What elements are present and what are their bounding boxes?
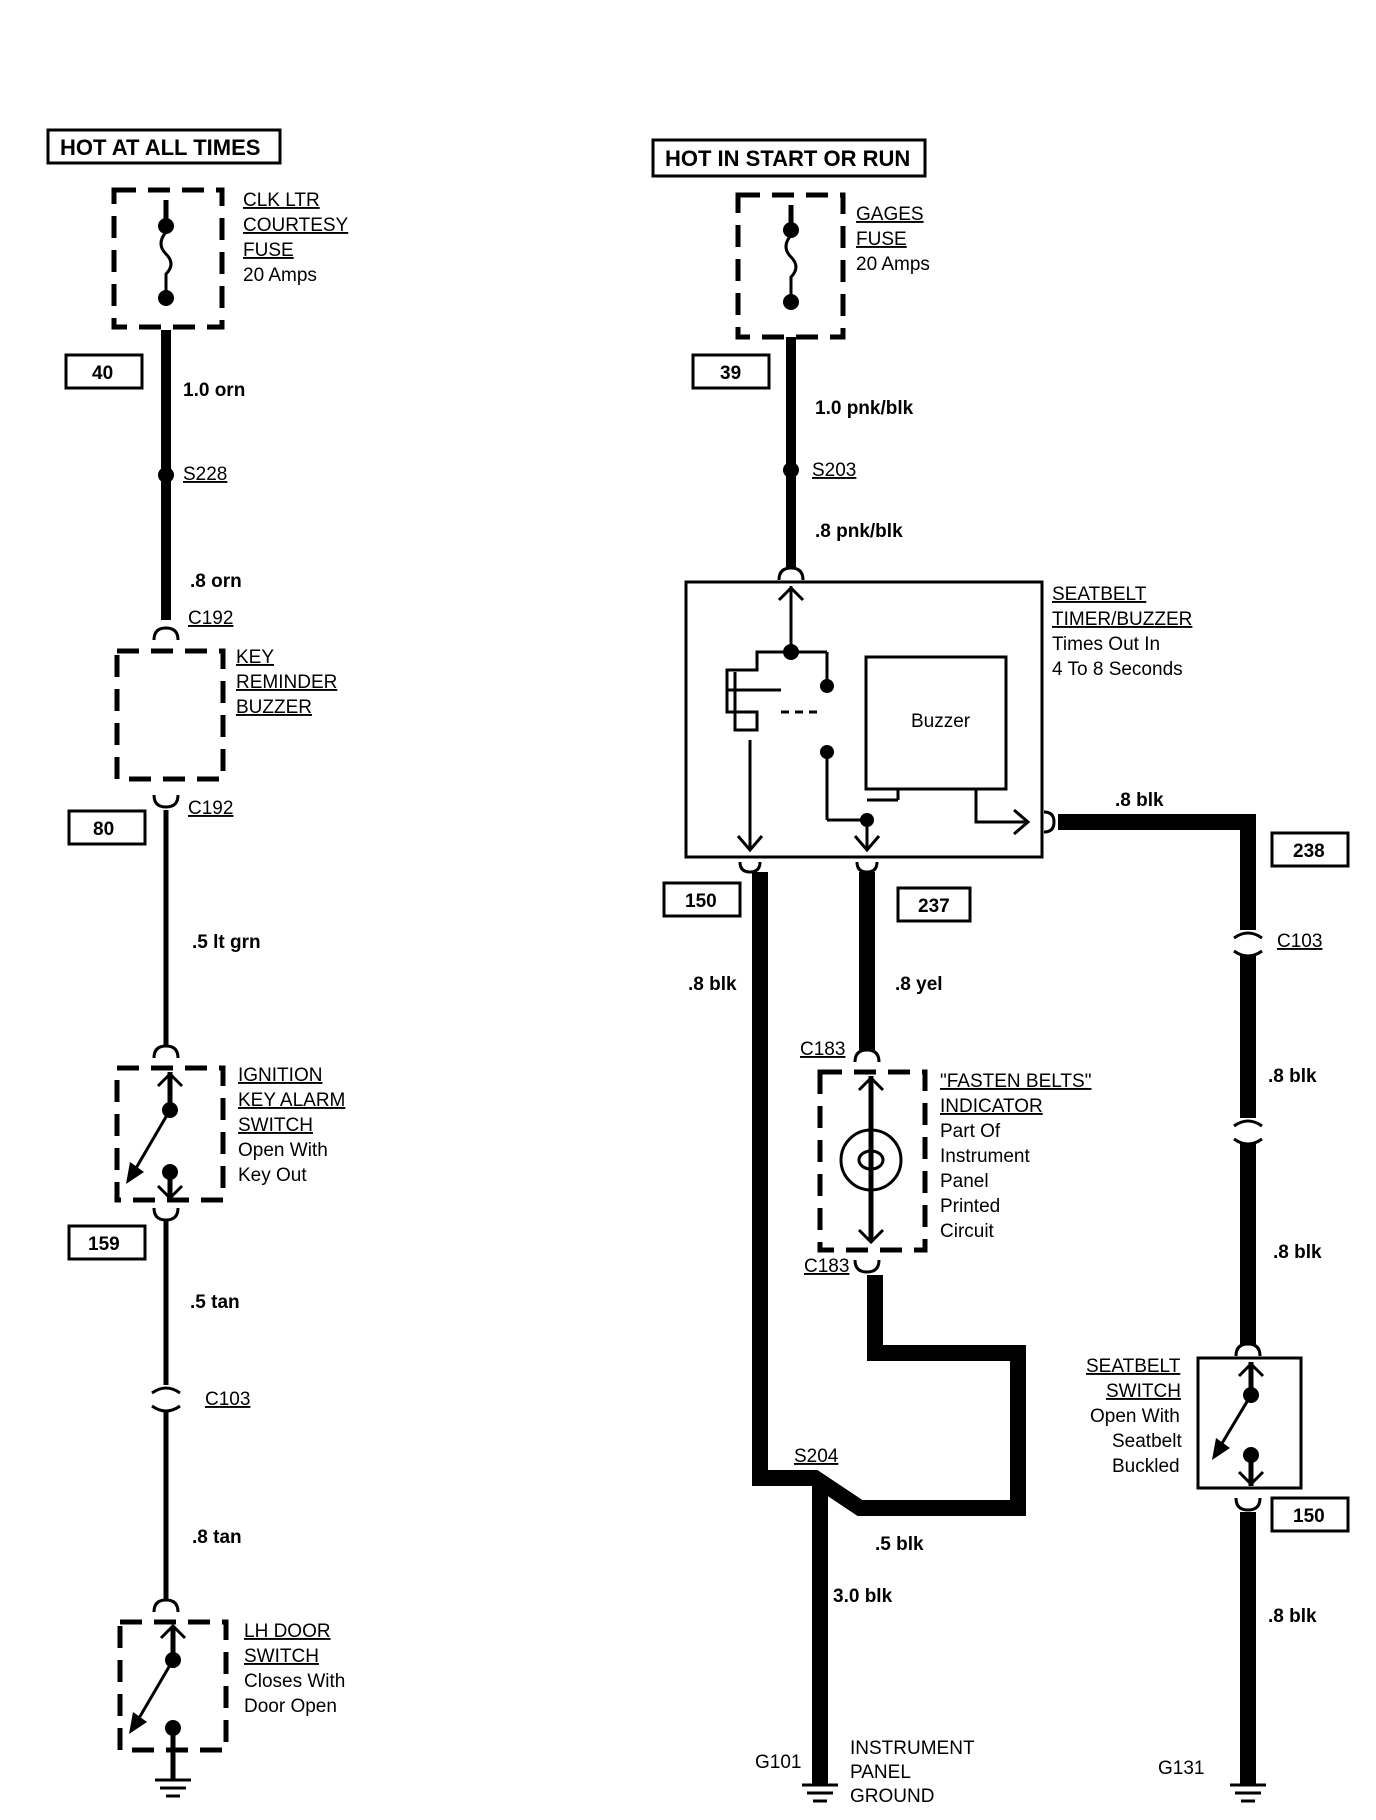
fuse-element [159, 231, 173, 296]
fasten-belts-label-2: INDICATOR [940, 1096, 1043, 1117]
header-hot-at-all-times-box [46, 128, 282, 165]
connector-c192-bottom: C192 [188, 798, 233, 819]
clk-fuse-label-1: CLK LTR [243, 190, 320, 211]
wire-5-blk: .5 blk [875, 1534, 924, 1555]
ign-switch-label-5: Key Out [238, 1165, 307, 1186]
circuit-40-box [64, 353, 144, 390]
clk-fuse-label-3: FUSE [243, 240, 294, 261]
connector-c103-left: C103 [205, 1389, 250, 1410]
clk-fuse-outline [111, 187, 225, 330]
wire-1-0-orn: 1.0 orn [183, 380, 245, 401]
fasten-belts-label-6: Printed [940, 1196, 1000, 1217]
circuit-238-box [1270, 831, 1350, 868]
switch-blade [130, 1109, 172, 1176]
ign-switch-label-2: KEY ALARM [238, 1090, 345, 1111]
seatbelt-switch-label-3: Open With [1090, 1406, 1180, 1427]
fasten-belts-indicator-outline [817, 1069, 928, 1253]
wire-8-blk-left: .8 blk [688, 974, 737, 995]
ign-switch-label-3: SWITCH [238, 1115, 313, 1136]
circuit-238: 238 [1293, 841, 1325, 862]
ip-ground-label-1: INSTRUMENT [850, 1738, 975, 1759]
circuit-40: 40 [92, 363, 113, 384]
fasten-belts-label-7: Circuit [940, 1221, 995, 1242]
circuit-39-box [691, 353, 771, 390]
clk-fuse-label-2: COURTESY [243, 215, 349, 236]
circuit-150-left: 150 [685, 891, 717, 912]
circuit-80-box [67, 809, 147, 846]
wire-8-blk-right-1: .8 blk [1268, 1066, 1317, 1087]
header-hot-in-start-or-run-box [651, 138, 927, 178]
timer-label-3: Times Out In [1052, 634, 1160, 655]
circuit-237: 237 [918, 896, 950, 917]
ground-icon [1230, 1783, 1266, 1803]
connector-c183-bottom: C183 [804, 1256, 849, 1277]
ground-icon [155, 1778, 191, 1798]
door-switch-label-2: SWITCH [244, 1646, 319, 1667]
connector-c183-top: C183 [800, 1039, 845, 1060]
lamp-icon [839, 1128, 903, 1192]
wire-8-yel: .8 yel [895, 974, 943, 995]
splice-s228: S228 [183, 464, 227, 485]
timer-label-4: 4 To 8 Seconds [1052, 659, 1183, 680]
key-reminder-buzzer-outline [114, 648, 226, 782]
wire-8-blk-top: .8 blk [1115, 790, 1164, 811]
ign-switch-label-4: Open With [238, 1140, 328, 1161]
fasten-belts-label-1: "FASTEN BELTS" [940, 1071, 1091, 1092]
connector-c192-top: C192 [188, 608, 233, 629]
circuit-39: 39 [720, 363, 741, 384]
circuit-150-box-right [1270, 1496, 1350, 1533]
wire-8-blk-right-2: .8 blk [1273, 1242, 1322, 1263]
splice-s204: S204 [794, 1446, 839, 1467]
door-switch-label-4: Door Open [244, 1696, 337, 1717]
circuit-150-box-left [662, 881, 742, 918]
gages-fuse-label-3: 20 Amps [856, 254, 930, 275]
header-hot-at-all-times: HOT AT ALL TIMES [60, 135, 260, 160]
wire-8-tan: .8 tan [192, 1527, 242, 1548]
left-circuit: HOT AT ALL TIMES CLK LTR COURTESY FUSE 2… [46, 128, 349, 1798]
ip-ground-label-3: GROUND [850, 1786, 934, 1807]
seatbelt-switch-label-1: SEATBELT [1086, 1356, 1181, 1377]
circuit-159-box [67, 1224, 147, 1261]
wire-5-tan: .5 tan [190, 1292, 240, 1313]
ign-switch-label-1: IGNITION [238, 1065, 322, 1086]
ground-icon [802, 1783, 838, 1803]
door-switch-label-1: LH DOOR [244, 1621, 331, 1642]
door-switch-label-3: Closes With [244, 1671, 345, 1692]
seatbelt-switch-label-5: Buckled [1112, 1456, 1180, 1477]
connector-c103-right: C103 [1277, 931, 1322, 952]
buzzer-box [864, 655, 1008, 791]
wire-3-0-blk: 3.0 blk [833, 1586, 893, 1607]
splice-s203: S203 [812, 460, 856, 481]
wire-5-lt-grn: .5 lt grn [192, 932, 261, 953]
wire-8-blk-right-3: .8 blk [1268, 1606, 1317, 1627]
circuit-150-right: 150 [1293, 1506, 1325, 1527]
fasten-belts-label-4: Instrument [940, 1146, 1030, 1167]
timer-label-2: TIMER/BUZZER [1052, 609, 1192, 630]
gages-fuse-label-2: FUSE [856, 229, 907, 250]
timer-label-1: SEATBELT [1052, 584, 1147, 605]
ground-g101: G101 [755, 1752, 801, 1773]
seatbelt-switch-label-2: SWITCH [1106, 1381, 1181, 1402]
header-hot-in-start-or-run: HOT IN START OR RUN [665, 146, 910, 171]
wire-8-orn: .8 orn [190, 571, 242, 592]
clk-fuse-label-4: 20 Amps [243, 265, 317, 286]
seatbelt-switch-label-4: Seatbelt [1112, 1431, 1182, 1452]
fasten-belts-label-3: Part Of [940, 1121, 1001, 1142]
circuit-237-box [896, 886, 972, 923]
key-buzzer-label-3: BUZZER [236, 697, 312, 718]
gages-fuse-label-1: GAGES [856, 204, 924, 225]
fasten-belts-label-5: Panel [940, 1171, 989, 1192]
ground-g131: G131 [1158, 1758, 1204, 1779]
key-buzzer-label-2: REMINDER [236, 672, 337, 693]
buzzer-label: Buzzer [911, 711, 971, 732]
wire-8-pnk-blk: .8 pnk/blk [815, 521, 903, 542]
ip-ground-label-2: PANEL [850, 1762, 911, 1783]
right-circuit: HOT IN START OR RUN GAGES FUSE 20 Amps 3… [651, 138, 1350, 1807]
wire-1-0-pnk-blk: 1.0 pnk/blk [815, 398, 914, 419]
circuit-159: 159 [88, 1234, 120, 1255]
circuit-80: 80 [93, 819, 114, 840]
key-buzzer-label-1: KEY [236, 647, 274, 668]
gages-fuse-outline [735, 192, 846, 340]
